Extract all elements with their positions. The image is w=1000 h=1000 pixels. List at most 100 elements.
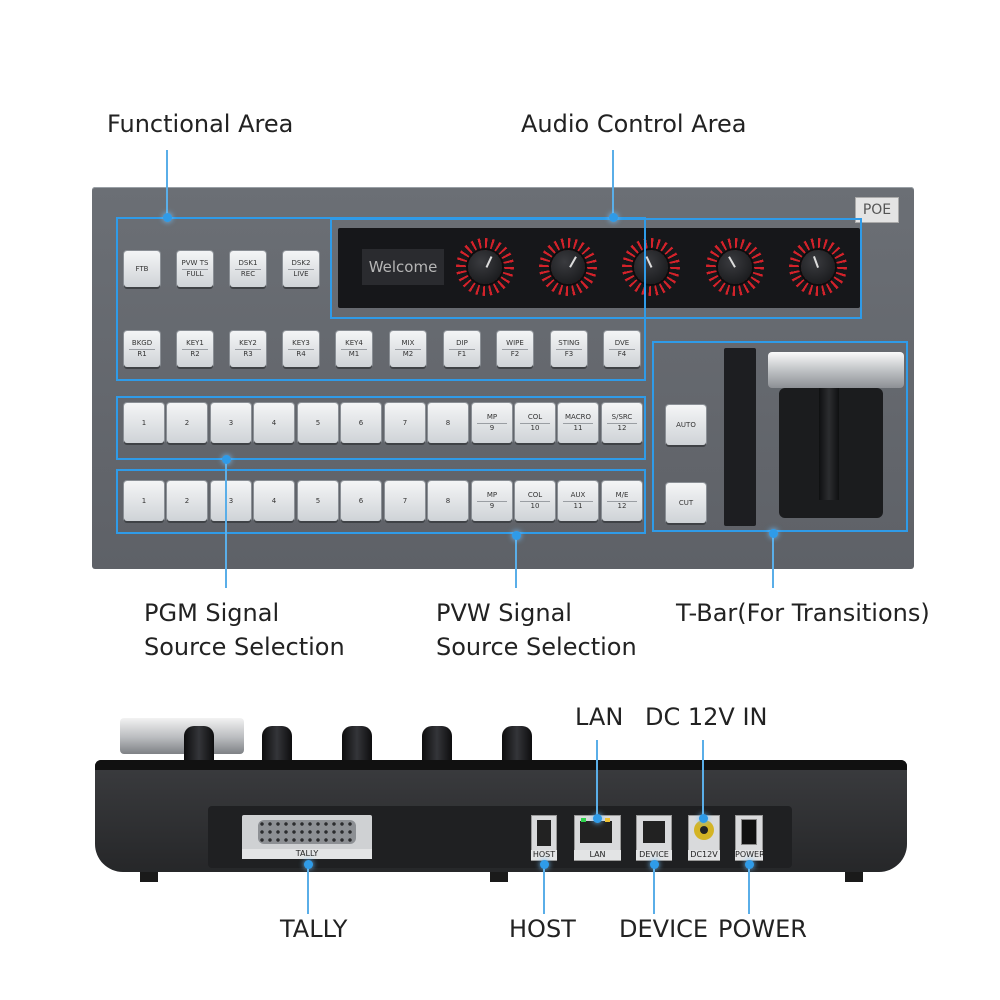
- pvw-button-3[interactable]: 3: [211, 481, 251, 521]
- dot-host: [540, 860, 549, 869]
- sting-label: STING: [558, 339, 580, 347]
- r4-label: R4: [288, 349, 314, 359]
- pgm-button-7[interactable]: 7: [385, 403, 425, 443]
- rear-foot-3: [845, 872, 863, 882]
- pvw-button-7[interactable]: 7: [385, 481, 425, 521]
- pvw-3-label: 3: [228, 497, 234, 505]
- key4-label: KEY4: [345, 339, 363, 347]
- r1-label: R1: [129, 349, 155, 359]
- pgm-5-label: 5: [315, 419, 321, 427]
- pvw-4-label: 4: [271, 497, 277, 505]
- pvw-button-5[interactable]: 5: [298, 481, 338, 521]
- f3-label: F3: [556, 349, 582, 359]
- tally-port-label: TALLY: [242, 849, 372, 859]
- pvw-col-label: COL: [527, 491, 543, 499]
- leader-dc: [702, 740, 704, 818]
- pvw-10-label: 10: [520, 501, 550, 511]
- pvw-aux-label: AUX: [570, 491, 586, 499]
- dot-device: [650, 860, 659, 869]
- label-audio-control-area: Audio Control Area: [521, 110, 747, 138]
- label-pvw-line1: PVW Signal: [436, 599, 572, 627]
- ftb-button[interactable]: FTB: [124, 251, 160, 287]
- lan-port-label: LAN: [574, 850, 621, 860]
- pgm-button-5[interactable]: 5: [298, 403, 338, 443]
- pgm-button-1[interactable]: 1: [124, 403, 164, 443]
- pvw-button-4[interactable]: 4: [254, 481, 294, 521]
- bkgd-button[interactable]: BKGD R1: [124, 331, 160, 367]
- pvw-6-label: 6: [358, 497, 364, 505]
- dot-tbar: [769, 529, 778, 538]
- dot-audio: [609, 213, 618, 222]
- audio-knob-1[interactable]: [456, 238, 514, 296]
- device-usb-b-slot: [643, 821, 665, 843]
- pvw-12-label: 12: [607, 501, 637, 511]
- f2-label: F2: [502, 349, 528, 359]
- pgm-macro-label: MACRO: [565, 413, 591, 421]
- leader-power: [748, 864, 750, 914]
- pgm-button-macro[interactable]: MACRO 11: [558, 403, 598, 443]
- leader-tbar: [772, 534, 774, 588]
- rear-foot-2: [490, 872, 508, 882]
- pgm-12-label: 12: [607, 423, 637, 433]
- pgm-button-4[interactable]: 4: [254, 403, 294, 443]
- tbar-arm: [819, 378, 839, 500]
- audio-knob-2[interactable]: [539, 238, 597, 296]
- pvw-button-8[interactable]: 8: [428, 481, 468, 521]
- cut-button[interactable]: CUT: [666, 483, 706, 523]
- dot-lan: [593, 814, 602, 823]
- pgm-3-label: 3: [228, 419, 234, 427]
- pgm-mp-label: MP: [486, 413, 498, 421]
- pgm-button-8[interactable]: 8: [428, 403, 468, 443]
- leader-lan: [596, 740, 598, 818]
- leader-audio: [612, 150, 614, 217]
- leader-host: [543, 864, 545, 914]
- pvw-mp-label: MP: [486, 491, 498, 499]
- pgm-button-3[interactable]: 3: [211, 403, 251, 443]
- tbar-handle[interactable]: [768, 352, 904, 388]
- auto-label: AUTO: [676, 421, 696, 429]
- auto-button[interactable]: AUTO: [666, 405, 706, 445]
- poe-badge: POE: [855, 197, 899, 223]
- m2-label: M2: [395, 349, 421, 359]
- pgm-2-label: 2: [184, 419, 190, 427]
- pgm-4-label: 4: [271, 419, 277, 427]
- r2-label: R2: [182, 349, 208, 359]
- bkgd-label: BKGD: [131, 339, 153, 347]
- pvw-button-2[interactable]: 2: [167, 481, 207, 521]
- pgm-11-label: 11: [563, 423, 593, 433]
- pgm-zone: [116, 396, 646, 460]
- leader-pgm: [225, 460, 227, 588]
- pgm-button-6[interactable]: 6: [341, 403, 381, 443]
- host-usb-slot: [537, 820, 551, 846]
- host-port-label: HOST: [531, 850, 557, 860]
- pgm-1-label: 1: [141, 419, 147, 427]
- key2-label: KEY2: [239, 339, 257, 347]
- pvw-button-1[interactable]: 1: [124, 481, 164, 521]
- dip-label: DIP: [456, 339, 468, 347]
- pvw-button-col[interactable]: COL 10: [515, 481, 555, 521]
- pvw-button-6[interactable]: 6: [341, 481, 381, 521]
- m1-label: M1: [341, 349, 367, 359]
- key3-label: KEY3: [292, 339, 310, 347]
- pgm-button-2[interactable]: 2: [167, 403, 207, 443]
- sting-button[interactable]: STING F3: [551, 331, 587, 367]
- lan-link-led: [581, 818, 586, 822]
- rear-knob-5: [502, 726, 532, 762]
